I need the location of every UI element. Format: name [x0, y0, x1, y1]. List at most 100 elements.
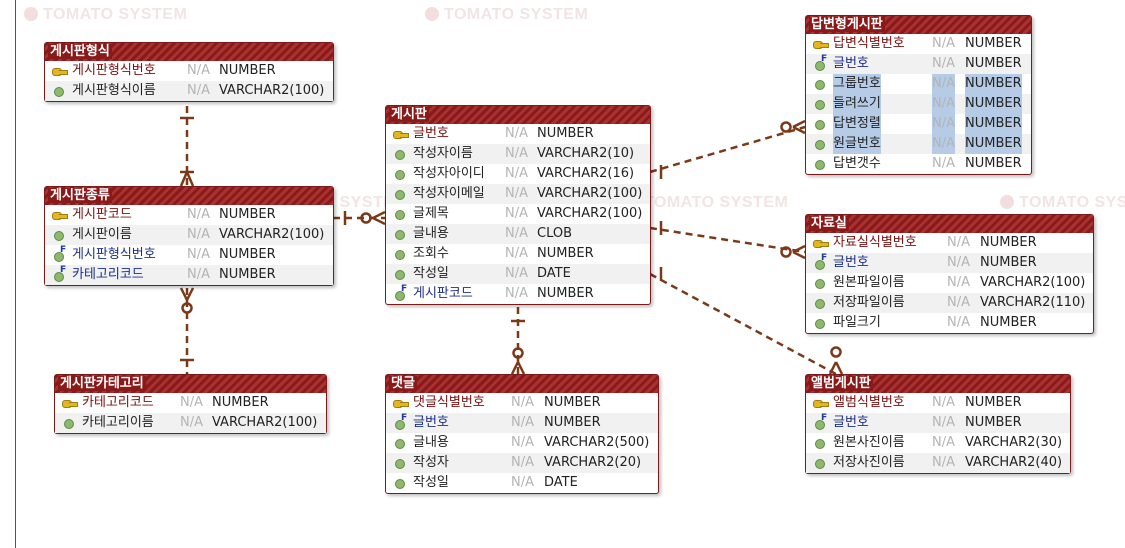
column-row[interactable]: 작성일 N/A DATE [386, 264, 650, 284]
crow-foot-mark [828, 361, 844, 375]
column-nullable: N/A [932, 395, 955, 410]
crow-zero-mark [780, 246, 792, 258]
entity-comment[interactable]: 댓글댓글식별번호N/ANUMBER글번호N/ANUMBER글내용N/AVARCH… [385, 374, 659, 494]
attribute-icon [812, 277, 828, 289]
entity-title-text: 게시판종류 [48, 188, 112, 203]
column-type: VARCHAR2(100) [219, 227, 325, 242]
column-nullable: N/A [511, 475, 534, 490]
column-name: 답변갯수 [833, 156, 881, 171]
column-nullable: N/A [505, 266, 528, 281]
entity-title-text: 게시판카테고리 [58, 376, 146, 391]
column-type: VARCHAR2(20) [544, 455, 642, 470]
entity-file-room[interactable]: 자료실자료실식별번호N/ANUMBER글번호N/ANUMBER원본파일이름N/A… [805, 214, 1094, 334]
crow-foot-mark [792, 244, 806, 260]
watermark: TOMATO SYSTEM [425, 6, 588, 24]
column-type: NUMBER [965, 395, 1022, 410]
column-type: NUMBER [980, 235, 1037, 250]
column-type: NUMBER [219, 267, 276, 282]
column-type: NUMBER [965, 134, 1022, 154]
column-name: 자료실식별번호 [833, 235, 917, 250]
entity-title-text: 댓글 [389, 376, 417, 391]
column-type: NUMBER [537, 126, 594, 141]
column-name: 작성일 [413, 266, 449, 281]
crow-zero-mark [181, 302, 193, 314]
crow-zero-mark [360, 212, 372, 224]
attribute-icon [61, 417, 77, 429]
column-type: NUMBER [965, 56, 1022, 71]
column-nullable: N/A [505, 286, 528, 301]
primary-key-icon [51, 65, 68, 77]
column-nullable: N/A [505, 186, 528, 201]
column-nullable: N/A [947, 315, 970, 330]
entity-title-text: 자료실 [809, 216, 849, 231]
entity-title: 게시판형식 [45, 43, 333, 61]
column-type: DATE [537, 266, 571, 281]
entity-title-text: 답변형게시판 [809, 17, 885, 32]
column-type: NUMBER [537, 246, 594, 261]
entity-title: 게시판카테고리 [55, 375, 326, 393]
column-name: 저장파일이름 [833, 295, 905, 310]
column-name: 글번호 [833, 56, 869, 71]
primary-key-icon [812, 397, 829, 409]
column-nullable: N/A [180, 395, 203, 410]
column-type: VARCHAR2(100) [537, 206, 643, 221]
column-nullable: N/A [505, 126, 528, 141]
entity-album-board[interactable]: 앨범게시판앨범식별번호N/ANUMBER글번호N/ANUMBER원본사진이름N/… [805, 374, 1071, 474]
entity-title-text: 앨범게시판 [809, 376, 873, 391]
column-name: 원글번호 [833, 134, 881, 154]
entity-title: 게시판종류 [45, 187, 333, 205]
column-row[interactable]: 글번호 N/A NUMBER [806, 54, 1031, 74]
column-nullable: N/A [187, 247, 210, 262]
attribute-icon [392, 477, 408, 489]
column-nullable: N/A [932, 56, 955, 71]
column-name: 작성자 [413, 455, 449, 470]
column-nullable: N/A [932, 455, 955, 470]
column-name: 작성자이메일 [413, 186, 485, 201]
column-type: CLOB [537, 226, 573, 241]
attribute-icon [812, 98, 828, 110]
entity-title: 게시판 [386, 106, 650, 124]
column-type: VARCHAR2(40) [965, 455, 1063, 470]
